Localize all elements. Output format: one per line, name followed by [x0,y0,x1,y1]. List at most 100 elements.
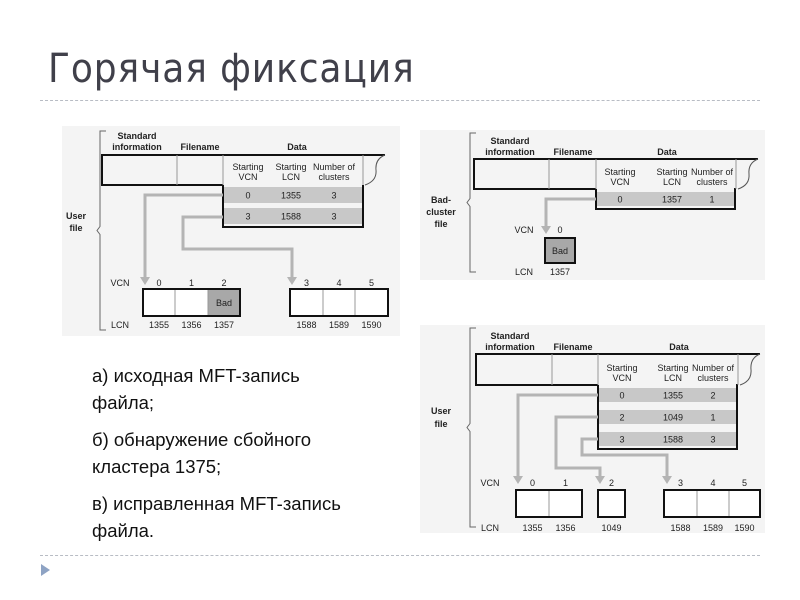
cluster-vcn: 0 [530,478,535,488]
cluster-vcn: 5 [369,278,374,288]
cluster-lcn: 1589 [329,320,349,330]
cluster-cell [696,489,730,518]
column-header: Number of [692,363,735,373]
cluster-cell [142,288,176,317]
brace-icon [96,130,106,331]
cluster-lcn: 1355 [522,523,542,533]
file-label: User [66,211,87,221]
cluster-group-box [289,288,389,317]
cluster-cell [728,489,761,518]
run-cell: 3 [331,212,336,222]
triangle-bullet-icon [41,564,50,576]
cluster-lcn: 1049 [601,523,621,533]
column-header: VCN [610,177,629,187]
arrowhead-icon [662,476,672,484]
run-cell: 0 [245,191,250,201]
header-standard-information: Standard [117,131,156,141]
truncation-edge [364,154,386,186]
run-row [597,192,734,206]
caption-line: в) исправленная MFT-запись [92,493,341,514]
cluster-lcn: 1356 [555,523,575,533]
header-data: Data [669,342,690,352]
mapping-arrow [554,415,602,478]
bad-cluster-label: Bad [552,246,568,256]
brace-icon [466,132,476,273]
run-row [599,388,736,402]
column-header: clusters [697,373,729,383]
cluster-vcn: 4 [336,278,341,288]
run-row [599,410,736,424]
run-cell: 1 [710,413,715,423]
caption-line: файла; [92,392,155,413]
cluster-cell [597,489,626,518]
column-header: clusters [318,172,350,182]
file-label: cluster [426,207,456,217]
run-cell: 1588 [281,212,301,222]
header-standard-information: information [485,342,535,352]
title-divider [40,100,760,101]
cluster-vcn: 3 [678,478,683,488]
column-header: LCN [282,172,300,182]
arrowhead-icon [140,277,150,285]
cluster-cell [174,288,209,317]
cluster-lcn: 1590 [361,320,381,330]
file-label: file [69,223,82,233]
mapping-arrow [181,215,294,279]
cluster-lcn: 1357 [550,267,570,277]
run-row [224,208,362,224]
cluster-cell [515,489,550,518]
vcn-label: VCN [514,225,533,235]
cluster-group-box [142,288,241,317]
file-label: User [431,406,452,416]
cluster-vcn: 3 [304,278,309,288]
data-run-box [597,384,738,450]
caption-list: а) исходная MFT-запись файла; б) обнаруж… [92,362,412,554]
header-filename: Filename [553,342,592,352]
header-data: Data [287,142,308,152]
caption-line: кластера 1375; [92,456,222,477]
column-header: Starting [604,167,635,177]
bad-cluster-label: Bad [216,298,232,308]
caption-line: файла. [92,520,155,541]
mapping-arrow [516,393,598,478]
column-header: LCN [664,373,682,383]
run-cell: 3 [619,435,624,445]
run-cell: 1355 [281,191,301,201]
cluster-lcn: 1590 [734,523,754,533]
column-header: LCN [663,177,681,187]
brace-icon [466,327,476,528]
cluster-cell [548,489,583,518]
column-header: Number of [691,167,734,177]
caption-item-b: б) обнаружение сбойного кластера 1375; [92,426,412,480]
footer-divider [40,555,760,556]
cluster-group-box [515,489,583,518]
run-row [224,187,362,203]
mapping-arrow [143,193,223,279]
column-header: clusters [696,177,728,187]
cluster-vcn: 2 [609,478,614,488]
arrowhead-icon [287,277,297,285]
run-cell: 3 [710,435,715,445]
cluster-cell [354,288,389,317]
caption-line: а) исходная MFT-запись [92,365,300,386]
cluster-lcn: 1355 [149,320,169,330]
cluster-vcn: 4 [710,478,715,488]
header-data: Data [657,147,678,157]
cluster-cell [322,288,356,317]
run-row [599,432,736,446]
caption-item-c: в) исправленная MFT-запись файла. [92,490,412,544]
truncation-edge [739,353,761,386]
mft-record-box [101,154,385,186]
column-header: VCN [238,172,257,182]
lcn-label: LCN [515,267,533,277]
header-standard-information: Standard [490,136,529,146]
vcn-label: VCN [480,478,499,488]
file-label: file [434,419,447,429]
cluster-cell [663,489,698,518]
vcn-label: VCN [110,278,129,288]
lcn-label: LCN [111,320,129,330]
slide-title: Горячая фиксация [48,46,415,92]
file-label: Bad- [431,195,451,205]
run-cell: 2 [619,413,624,423]
run-cell: 3 [245,212,250,222]
